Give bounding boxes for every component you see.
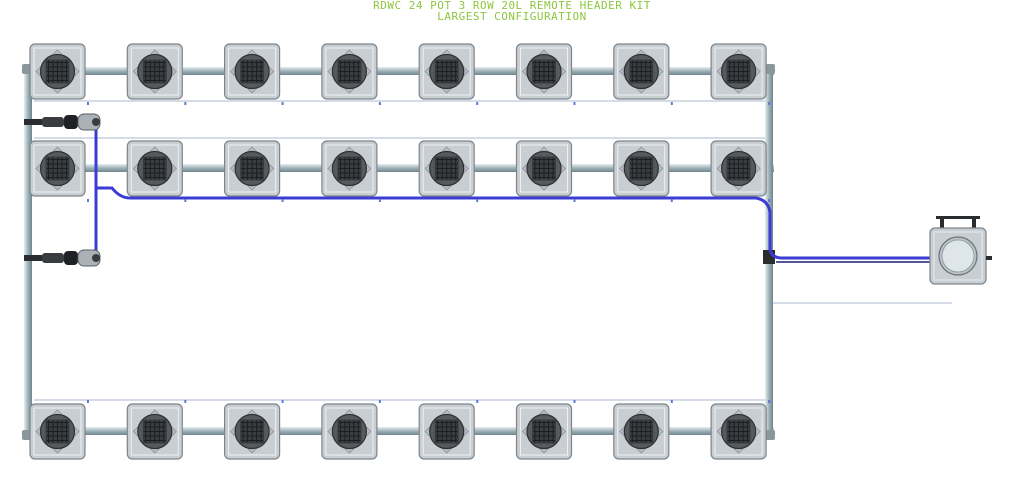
pot	[515, 400, 576, 460]
pot	[321, 400, 381, 460]
feed-tube-main	[94, 186, 936, 260]
pot	[29, 140, 89, 202]
fitting-dot	[378, 199, 381, 202]
pot	[418, 140, 479, 202]
pot	[126, 400, 187, 460]
pot	[515, 140, 576, 202]
row-2-pipe	[30, 164, 774, 172]
row-1-pipe	[30, 67, 774, 75]
fitting-dot	[378, 102, 381, 105]
fitting-dot	[281, 102, 284, 105]
row-pipes	[30, 67, 774, 435]
fitting-dot	[281, 199, 284, 202]
pump-connector-lower	[24, 249, 101, 267]
fitting-dot	[281, 400, 284, 403]
pot	[710, 400, 771, 460]
fitting-dot	[573, 199, 576, 202]
title-line-2: LARGEST CONFIGURATION	[437, 10, 587, 23]
pot	[29, 43, 89, 105]
row-3-pipe	[30, 427, 774, 435]
pot	[515, 43, 576, 105]
pot	[418, 43, 479, 105]
fitting-dot	[87, 102, 89, 105]
pot	[613, 43, 673, 105]
header-tank	[929, 216, 992, 285]
fitting-dot	[378, 400, 381, 403]
fitting-dot	[768, 102, 771, 105]
fitting-dot	[87, 199, 89, 202]
fitting-dot	[670, 199, 673, 202]
pot	[710, 43, 771, 105]
pot	[224, 140, 284, 202]
pot	[224, 400, 284, 460]
diagram-title: RDWC 24 POT 3 ROW 20L REMOTE HEADER KIT …	[0, 0, 1024, 22]
return-lines	[34, 100, 952, 401]
pot	[126, 43, 187, 105]
left-manifold-pipe	[24, 70, 32, 436]
fitting-dot	[573, 102, 576, 105]
fitting-dot	[476, 400, 479, 403]
fitting-dot	[184, 102, 187, 105]
pot	[29, 400, 89, 460]
fitting-dot	[768, 199, 771, 202]
pots-grid	[29, 43, 771, 460]
fitting-dot	[670, 102, 673, 105]
pot	[613, 400, 673, 460]
pot	[224, 43, 284, 105]
fitting-dot	[184, 400, 187, 403]
pot	[321, 43, 381, 105]
fitting-dot	[184, 199, 187, 202]
pot	[710, 140, 771, 202]
pot	[418, 400, 479, 460]
fitting-dot	[573, 400, 576, 403]
pot	[613, 140, 673, 202]
fitting-dot	[670, 400, 673, 403]
fitting-dot	[768, 400, 771, 403]
feed-tubes	[78, 120, 936, 260]
pump-connector-upper	[24, 113, 101, 131]
title-line-1: RDWC 24 POT 3 ROW 20L REMOTE HEADER KIT	[373, 0, 651, 12]
fitting-dot	[87, 400, 89, 403]
fitting-dot	[476, 199, 479, 202]
fitting-dot	[476, 102, 479, 105]
pot	[321, 140, 381, 202]
manifold-pipes	[22, 64, 775, 440]
pot	[126, 140, 187, 202]
